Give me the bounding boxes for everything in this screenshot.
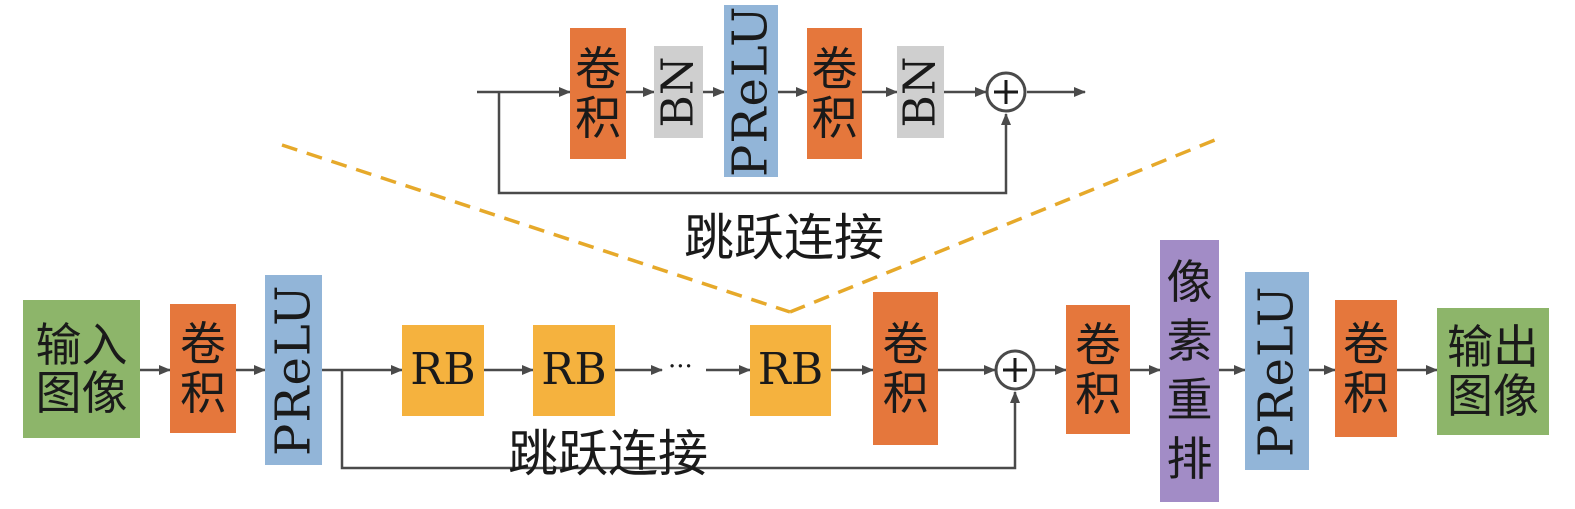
- rb1-label: RB: [410, 344, 476, 396]
- residual-block-connectors: [477, 87, 1086, 195]
- rb-conv1-label: 卷积: [575, 42, 621, 145]
- rb-conv2-box: 卷积: [807, 28, 862, 159]
- rb-bn1-box: BN: [652, 46, 704, 138]
- main-skip-caption: 跳跃连接: [508, 425, 708, 483]
- rb-bn2-label: BN: [894, 56, 946, 128]
- conv1-label: 卷积: [180, 317, 226, 420]
- residual-block-sum-node: [985, 71, 1027, 113]
- conv3-label: 卷积: [1075, 318, 1121, 421]
- input-image-box: 输入图像: [23, 300, 140, 438]
- rb-prelu-label: PReLU: [722, 5, 779, 177]
- zoom-dashed-line-left: [281, 143, 791, 314]
- rb2-label: RB: [541, 344, 607, 396]
- rb-prelu-box: PReLU: [722, 5, 779, 177]
- rb3-label: RB: [757, 344, 824, 396]
- rb-conv1-box: 卷积: [570, 28, 626, 159]
- prelu2-box: PReLU: [1245, 272, 1309, 470]
- conv4-label: 卷积: [1343, 317, 1389, 420]
- output-image-label: 输出图像: [1447, 320, 1539, 423]
- prelu1-label: PReLU: [265, 284, 322, 456]
- pixel-shuffle-box: 像素重排: [1160, 240, 1219, 502]
- conv2-label: 卷积: [882, 317, 929, 420]
- conv2-box: 卷积: [873, 292, 938, 445]
- prelu1-box: PReLU: [265, 275, 322, 465]
- rb-conv2-label: 卷积: [811, 42, 858, 145]
- conv4-box: 卷积: [1335, 300, 1397, 437]
- rb1-box: RB: [402, 325, 484, 416]
- conv1-box: 卷积: [170, 304, 236, 433]
- input-image-label: 输入图像: [35, 317, 128, 420]
- output-image-box: 输出图像: [1437, 308, 1549, 435]
- pixel-shuffle-label: 像素重排: [1166, 255, 1213, 486]
- rb-bn1-label: BN: [652, 56, 704, 128]
- prelu2-label: PReLU: [1248, 285, 1305, 457]
- rb-ellipsis: ···: [668, 352, 693, 382]
- main-pipeline-sum-node: [994, 349, 1036, 391]
- rb-bn2-box: BN: [894, 46, 946, 138]
- rb-skip-caption: 跳跃连接: [684, 209, 884, 267]
- conv3-box: 卷积: [1066, 305, 1130, 434]
- main-pipeline-connectors: [140, 365, 1438, 470]
- rb2-box: RB: [533, 325, 615, 416]
- rb3-box: RB: [750, 325, 831, 416]
